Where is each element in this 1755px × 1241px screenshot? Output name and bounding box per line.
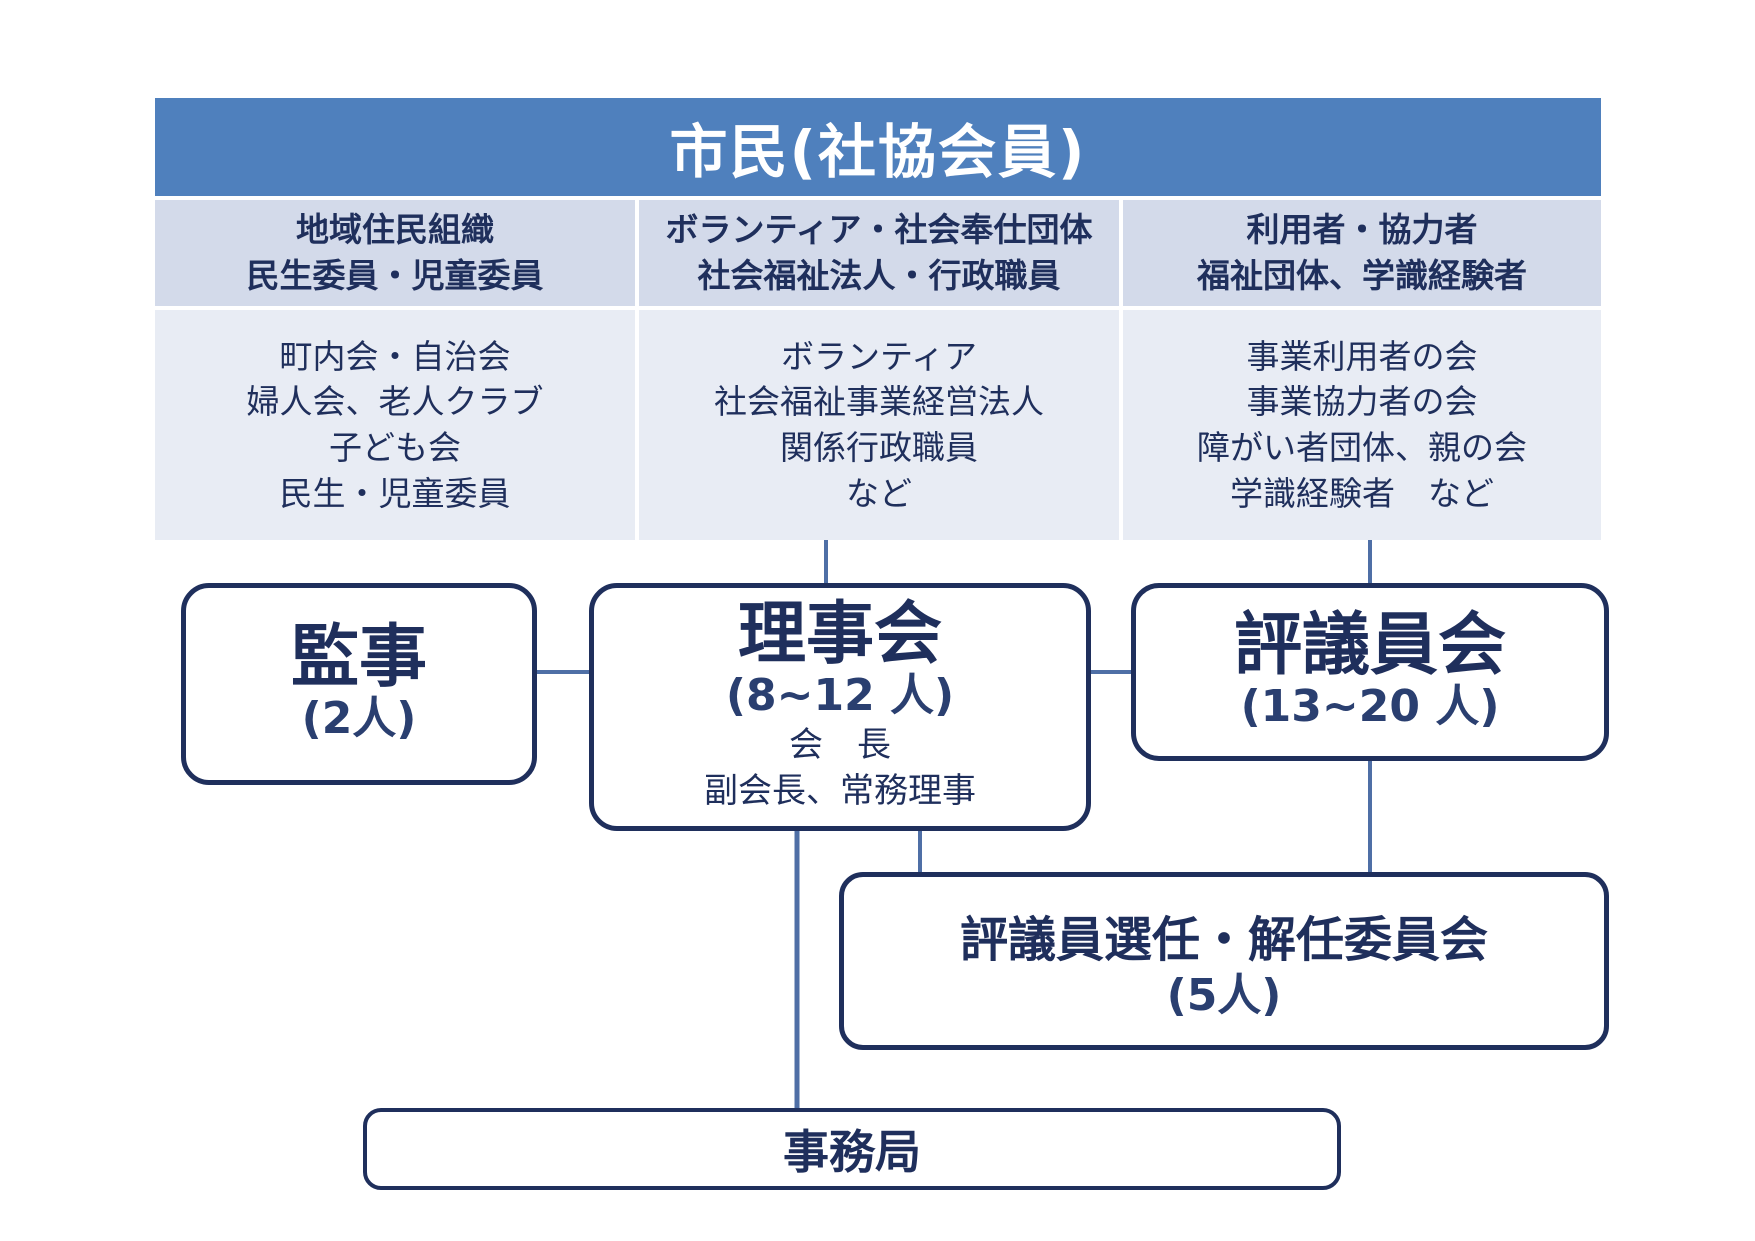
member-line: 関係行政職員 — [780, 428, 978, 467]
member-line: 事業利用者の会 — [1246, 336, 1478, 376]
member-line: 学識経験者 など — [1230, 473, 1494, 513]
category-line: 利用者・協力者 — [1246, 210, 1478, 250]
selection-committee-box: 評議員選任・解任委員会 (5人) — [839, 872, 1609, 1050]
selection-committee-count: (5人) — [1166, 969, 1282, 1021]
selection-committee-title: 評議員選任・解任委員会 — [959, 911, 1488, 968]
category-cell-community: 地域住民組織 民生委員・児童委員 — [155, 200, 635, 306]
citizens-header: 市民(社協会員) — [155, 98, 1601, 196]
category-line: 社会福祉法人・行政職員 — [697, 256, 1061, 295]
member-line: 子ども会 — [329, 428, 461, 467]
council-box: 評議員会 (13~20 人) — [1131, 583, 1609, 761]
category-cell-users: 利用者・協力者 福祉団体、学識経験者 — [1123, 200, 1601, 306]
board-box: 理事会 (8~12 人) 会 長 副会長、常務理事 — [589, 583, 1091, 831]
auditor-box: 監事 (2人) — [181, 583, 537, 785]
secretariat-title: 事務局 — [783, 1125, 921, 1179]
member-line: ボランティア — [780, 336, 978, 376]
board-count: (8~12 人) — [725, 670, 955, 722]
category-line: 地域住民組織 — [296, 210, 494, 250]
category-line: ボランティア・社会奉仕団体 — [665, 210, 1093, 250]
member-cell-users: 事業利用者の会 事業協力者の会 障がい者団体、親の会 学識経験者 など — [1123, 310, 1601, 540]
board-chair: 会 長 — [789, 725, 891, 766]
board-title: 理事会 — [737, 595, 942, 675]
auditor-count: (2人) — [301, 693, 417, 745]
council-title: 評議員会 — [1233, 605, 1506, 685]
member-cell-volunteer: ボランティア 社会福祉事業経営法人 関係行政職員 など — [639, 310, 1119, 540]
category-line: 福祉団体、学識経験者 — [1197, 256, 1527, 295]
council-count: (13~20 人) — [1240, 681, 1500, 733]
board-officers: 副会長、常務理事 — [704, 771, 976, 812]
auditor-title: 監事 — [290, 617, 427, 697]
member-line: 社会福祉事業経営法人 — [714, 382, 1044, 422]
member-line: 民生・児童委員 — [279, 473, 511, 513]
member-cell-community: 町内会・自治会 婦人会、老人クラブ 子ども会 民生・児童委員 — [155, 310, 635, 540]
member-line: 事業協力者の会 — [1246, 382, 1478, 422]
member-line: など — [846, 473, 912, 513]
category-line: 民生委員・児童委員 — [246, 256, 544, 295]
category-cell-volunteer: ボランティア・社会奉仕団体 社会福祉法人・行政職員 — [639, 200, 1119, 306]
member-line: 障がい者団体、親の会 — [1197, 428, 1527, 467]
header-title: 市民(社協会員) — [669, 118, 1087, 186]
member-line: 町内会・自治会 — [279, 336, 511, 376]
member-line: 婦人会、老人クラブ — [246, 382, 544, 422]
secretariat-box: 事務局 — [363, 1108, 1341, 1190]
